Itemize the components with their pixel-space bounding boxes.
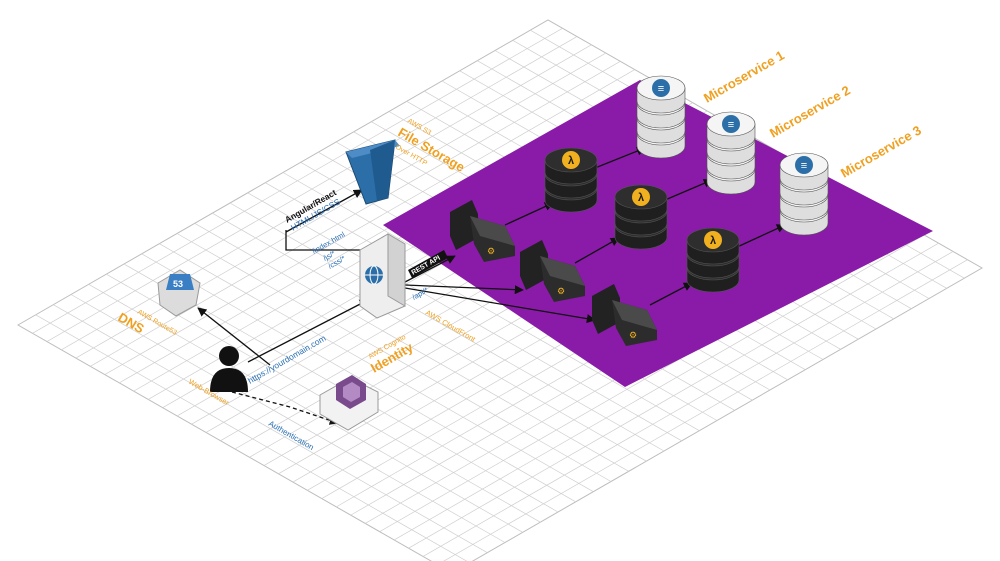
user-icon[interactable]: [210, 346, 248, 392]
arrow-gw3-lambda3: [649, 282, 693, 306]
arrow-cf-gateway3: [404, 287, 596, 324]
lambda-stack-2[interactable]: λ: [614, 184, 668, 250]
arrow-cf-gateway2: [404, 284, 524, 295]
gears-icon: ⚙: [557, 286, 565, 296]
database-stacks: ≡ ≡ ≡: [636, 75, 829, 236]
grid-line: [422, 251, 954, 557]
lambda-stack-1[interactable]: λ: [544, 147, 598, 213]
database-stack-1[interactable]: ≡: [636, 75, 686, 159]
arrow-gw1-lambda1: [504, 202, 554, 226]
arrow-lambda1-db1: [594, 146, 646, 169]
s3-bucket-node[interactable]: [345, 139, 400, 205]
lambda-icon-glyph: λ: [710, 235, 716, 247]
microservice-1-label: Microservice 1: [701, 47, 787, 105]
microservice-3-label: Microservice 3: [838, 122, 924, 180]
api-gateway-1[interactable]: ⚙: [450, 200, 515, 262]
arrow-gw2-lambda2: [574, 237, 620, 264]
arrow-cf-gateway1: [404, 255, 456, 283]
gears-icon: ⚙: [629, 330, 637, 340]
lambda-stack-3[interactable]: λ: [686, 227, 740, 293]
arrow-lambda3-db3: [734, 224, 786, 249]
database-stack-2[interactable]: ≡: [706, 111, 756, 195]
arrow-browser-cloudfront: [247, 299, 369, 363]
database-icon: [722, 115, 740, 133]
api-gateway-3[interactable]: ⚙: [592, 284, 657, 346]
cloudfront-node[interactable]: [359, 233, 406, 319]
database-icon: [795, 156, 813, 174]
grid-line: [443, 259, 968, 561]
database-icon-glyph: ≡: [658, 83, 664, 95]
database-stack-3[interactable]: ≡: [779, 152, 829, 236]
arrow-browser-cognito: [231, 391, 339, 425]
database-icon-glyph: ≡: [801, 160, 807, 172]
connectors: [197, 146, 786, 425]
route53-node[interactable]: 53: [157, 269, 201, 317]
arrow-lambda2-db2: [664, 179, 713, 201]
database-icon: [652, 79, 670, 97]
connector-cloudfront-s3: [285, 230, 362, 251]
lambda-stacks: λ λ λ: [544, 147, 740, 293]
lambda-icon: [704, 231, 722, 249]
database-icon-glyph: ≡: [728, 119, 734, 131]
lambda-icon-glyph: λ: [638, 192, 644, 204]
gears-icon: ⚙: [487, 246, 495, 256]
microservice-2-label: Microservice 2: [767, 82, 853, 140]
lambda-icon-glyph: λ: [568, 155, 574, 167]
route53-badge: 53: [173, 279, 183, 289]
arrow-browser-route53: [197, 307, 271, 366]
grid-line: [393, 234, 925, 541]
api-gateway-2[interactable]: ⚙: [520, 240, 585, 302]
lambda-icon: [632, 188, 650, 206]
arrow-to-s3: [285, 189, 363, 233]
grid-line: [408, 242, 939, 549]
cognito-node[interactable]: [319, 375, 379, 431]
lambda-icon: [562, 151, 580, 169]
